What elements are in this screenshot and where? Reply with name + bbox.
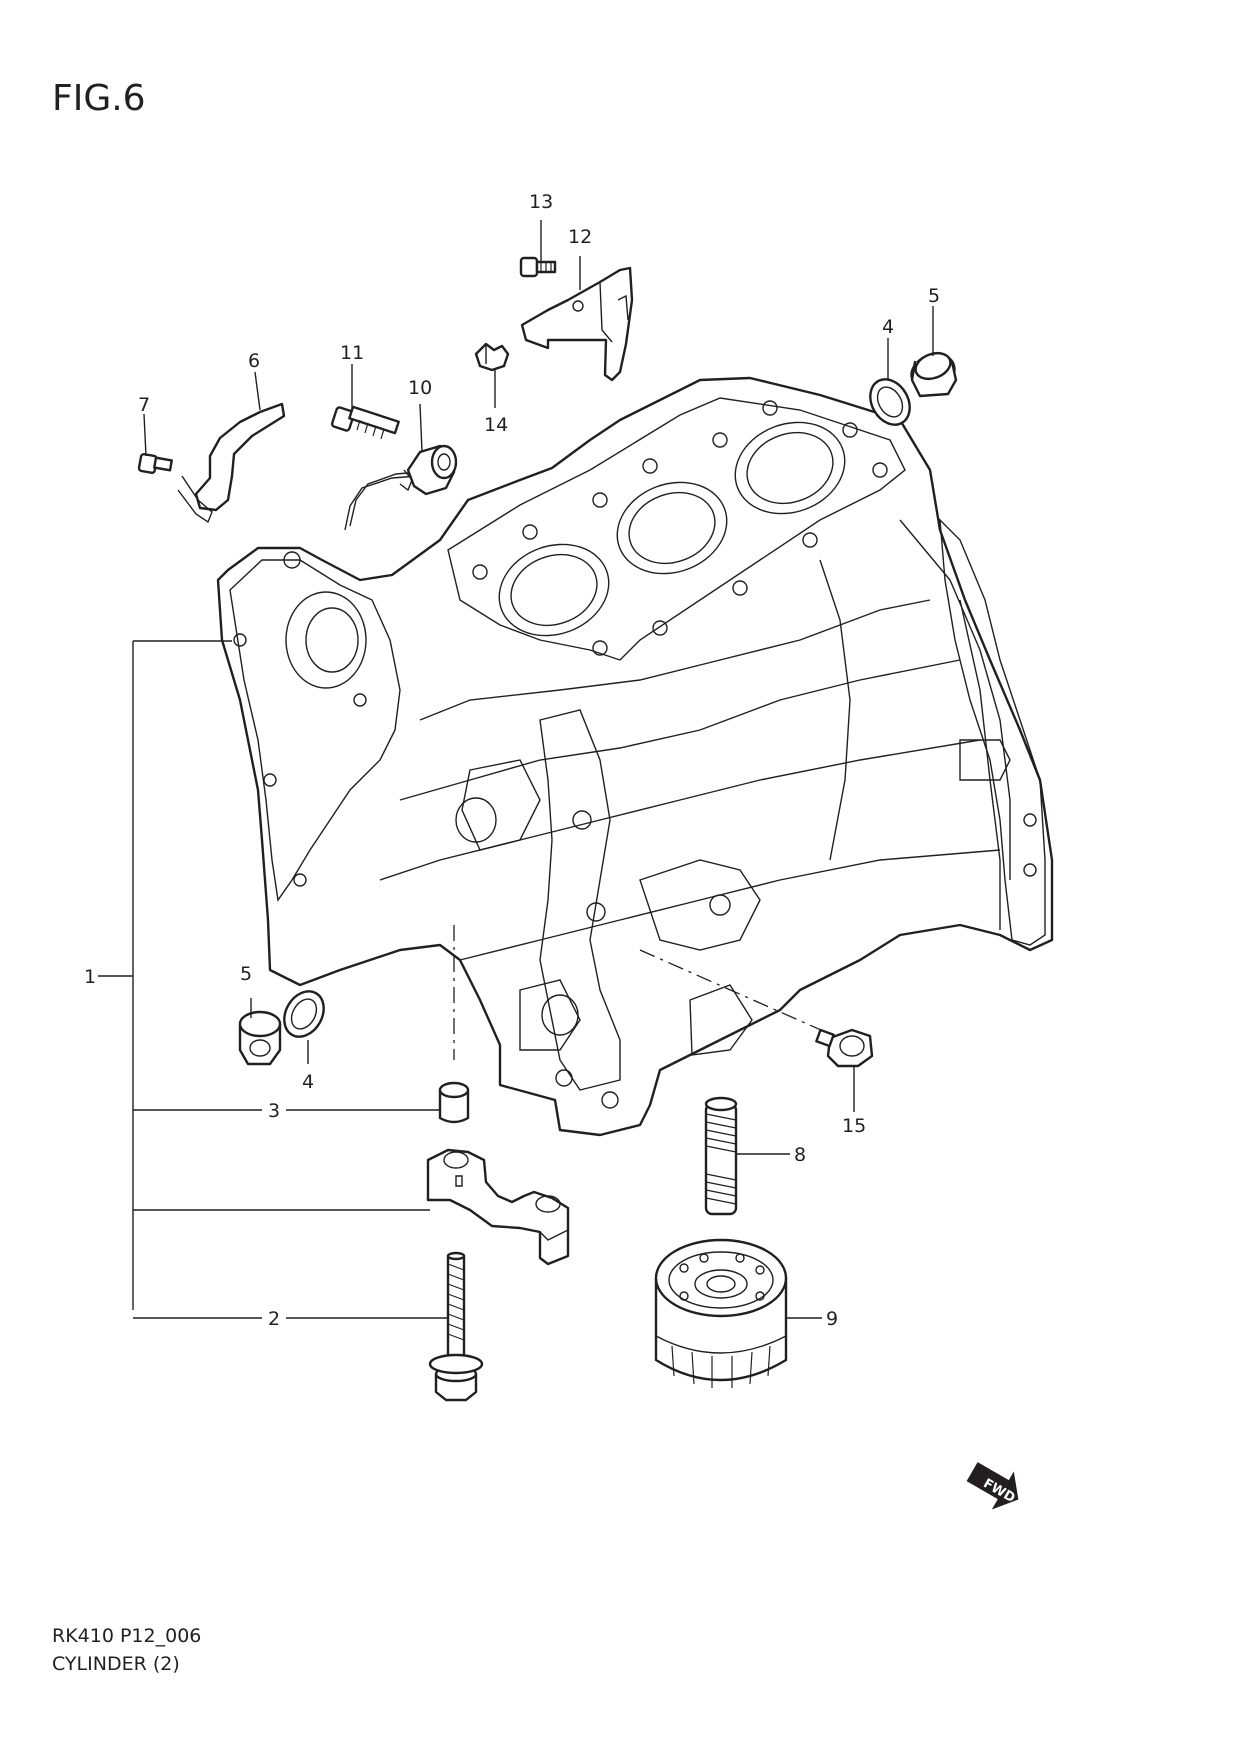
part-6-bracket[interactable] — [177, 402, 286, 524]
part-7-bolt[interactable] — [137, 453, 173, 474]
part-11-bolt[interactable] — [330, 405, 400, 440]
callout-5-upper: 5 — [928, 285, 940, 307]
callout-2: 2 — [268, 1308, 280, 1330]
callout-1: 1 — [84, 966, 96, 988]
part-3-dowel-pin[interactable] — [438, 1081, 470, 1124]
part-5-plug-lower[interactable] — [238, 1010, 282, 1066]
callout-14: 14 — [484, 414, 508, 436]
part-14-clip[interactable] — [474, 342, 510, 372]
callouts: 1 2 3 4 4 5 5 6 7 8 9 10 11 12 13 14 15 — [84, 191, 940, 1330]
callout-6: 6 — [248, 350, 260, 372]
fwd-arrow-badge: FWD — [966, 1462, 1019, 1510]
part-9-oil-filter[interactable] — [654, 1238, 788, 1388]
callout-15: 15 — [842, 1115, 866, 1137]
callout-12: 12 — [568, 226, 592, 248]
callout-11: 11 — [340, 342, 364, 364]
bearing-cap[interactable] — [426, 1148, 570, 1266]
part-13-bolt[interactable] — [519, 256, 557, 278]
diagram-code: RK410 P12_006 — [52, 1625, 202, 1647]
leader-lines — [98, 220, 934, 1319]
callout-9: 9 — [826, 1308, 838, 1330]
part-4-gasket-upper[interactable] — [862, 372, 917, 432]
callout-4-upper: 4 — [882, 316, 894, 338]
callout-7: 7 — [138, 394, 150, 416]
part-8-stud[interactable] — [704, 1096, 738, 1216]
figure-label: FIG.6 — [52, 78, 146, 119]
part-2-bolt[interactable] — [428, 1251, 484, 1402]
callout-10: 10 — [408, 377, 432, 399]
callout-3: 3 — [268, 1100, 280, 1122]
part-4-gasket-lower[interactable] — [276, 984, 331, 1044]
part-12-bracket[interactable] — [520, 266, 634, 382]
callout-5-lower: 5 — [240, 963, 252, 985]
part-5-plug-upper[interactable] — [907, 349, 960, 398]
cylinder-block[interactable] — [216, 376, 1054, 1137]
callout-8: 8 — [794, 1144, 806, 1166]
part-10-knock-sensor[interactable] — [344, 444, 458, 531]
callout-13: 13 — [529, 191, 553, 213]
diagram-name: CYLINDER (2) — [52, 1653, 180, 1675]
callout-4-lower: 4 — [302, 1071, 314, 1093]
part-15-bolt[interactable] — [815, 1028, 874, 1068]
